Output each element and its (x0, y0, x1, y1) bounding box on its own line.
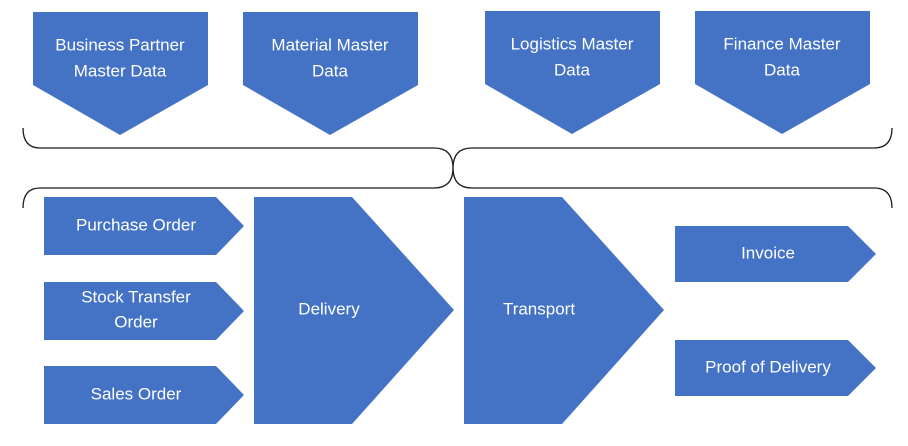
output-proof-of-delivery-label: Proof of Delivery (705, 357, 831, 376)
lower-brace (22, 167, 893, 209)
master-data-logistics-line1: Logistics Master (511, 34, 634, 53)
master-data-material-line1: Material Master (271, 35, 388, 54)
output-invoice-label: Invoice (741, 243, 795, 262)
order-sales-label: Sales Order (91, 384, 182, 403)
order-purchase: Purchase Order (44, 197, 244, 255)
order-stock-transfer-line2: Order (114, 312, 158, 331)
output-invoice: Invoice (675, 226, 876, 282)
master-data-logistics-line2: Data (554, 60, 590, 79)
master-data-row: Business Partner Master Data Material Ma… (33, 11, 870, 135)
master-data-material-line2: Data (312, 61, 348, 80)
outputs-column: Invoice Proof of Delivery (675, 226, 876, 396)
master-data-business-partner-line2: Master Data (74, 61, 167, 80)
step-transport-label: Transport (503, 299, 575, 318)
master-data-business-partner-line1: Business Partner (55, 35, 185, 54)
master-data-finance-line2: Data (764, 60, 800, 79)
step-transport: Transport (464, 197, 664, 424)
master-data-business-partner: Business Partner Master Data (33, 12, 208, 135)
master-data-finance-line1: Finance Master (723, 34, 840, 53)
output-proof-of-delivery: Proof of Delivery (675, 340, 876, 396)
order-sales: Sales Order (44, 366, 244, 424)
master-data-finance: Finance Master Data (695, 11, 870, 134)
orders-column: Purchase Order Stock Transfer Order Sale… (44, 197, 244, 424)
step-delivery-label: Delivery (298, 299, 360, 318)
order-stock-transfer-line1: Stock Transfer (81, 287, 191, 306)
upper-brace (22, 127, 893, 169)
order-stock-transfer: Stock Transfer Order (44, 282, 244, 340)
order-purchase-label: Purchase Order (76, 215, 196, 234)
step-delivery: Delivery (254, 197, 454, 424)
master-data-logistics: Logistics Master Data (485, 11, 660, 134)
master-data-material: Material Master Data (243, 12, 418, 135)
